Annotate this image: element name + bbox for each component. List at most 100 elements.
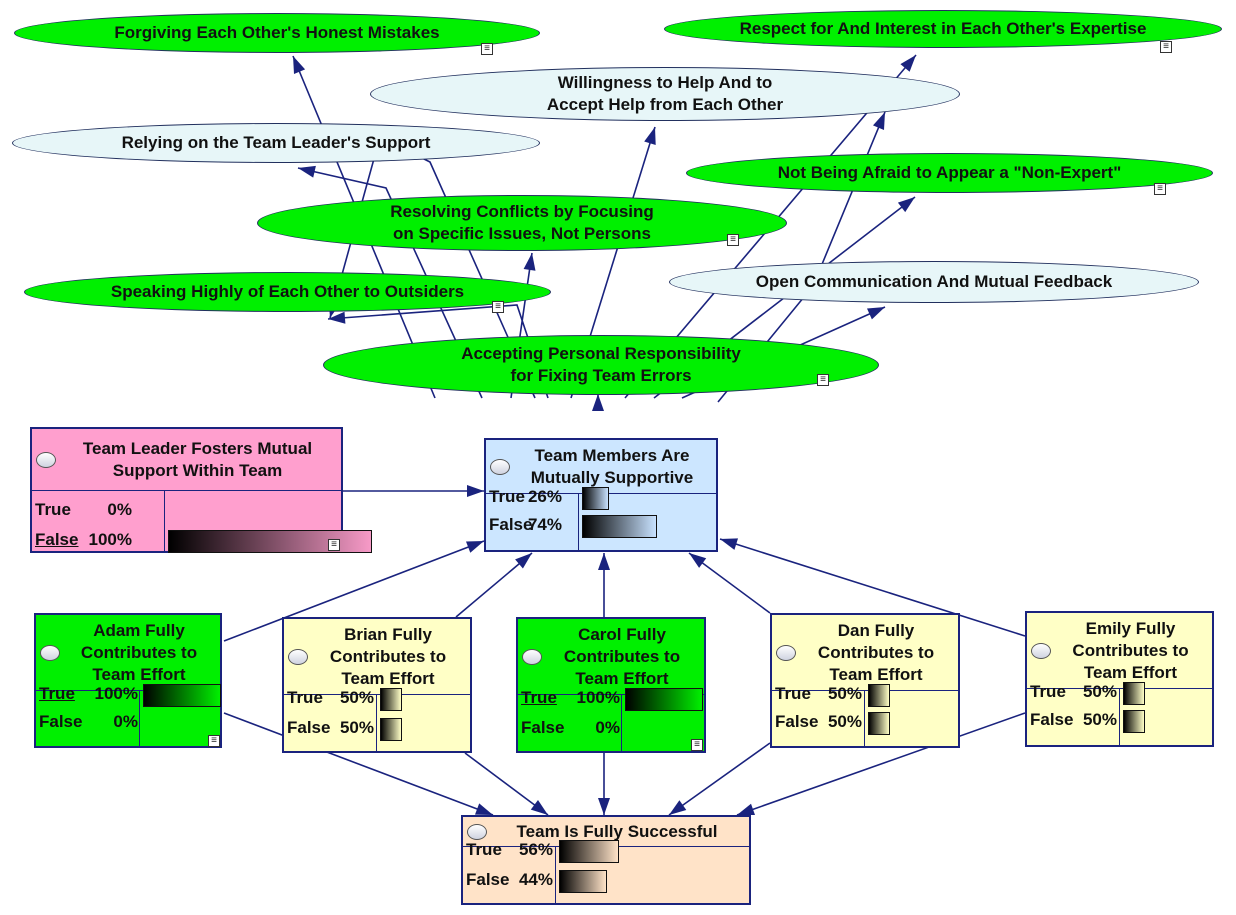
arrow-head bbox=[737, 803, 755, 815]
radio-icon[interactable] bbox=[36, 452, 56, 468]
radio-icon[interactable] bbox=[776, 645, 796, 661]
outcome-node-forgiving[interactable]: Forgiving Each Other's Honest Mistakes bbox=[14, 13, 540, 53]
node-title-line: Brian Fully bbox=[344, 624, 432, 644]
state-name: False bbox=[35, 530, 79, 549]
arrow-head bbox=[900, 55, 916, 72]
arrow-line bbox=[736, 712, 1026, 816]
outcome-label-line: for Fixing Team Errors bbox=[510, 366, 692, 385]
radio-icon[interactable] bbox=[490, 459, 510, 475]
probability-bar bbox=[380, 718, 402, 741]
state-percent: 0% bbox=[107, 500, 132, 519]
state-name: True bbox=[466, 840, 502, 859]
node-title-line: Team Effort bbox=[1083, 662, 1178, 682]
state-name: False bbox=[489, 515, 533, 534]
node-title-line: Contributes to bbox=[329, 646, 447, 666]
node-title-line: Team Effort bbox=[341, 668, 435, 688]
radio-icon[interactable] bbox=[288, 649, 308, 665]
arrow-head bbox=[897, 197, 915, 213]
node-title-line: Emily Fully bbox=[1085, 618, 1176, 638]
outcome-node-relying[interactable]: Relying on the Team Leader's Support bbox=[12, 123, 540, 163]
arrow-head bbox=[669, 800, 687, 815]
state-percent: 50% bbox=[339, 688, 374, 707]
outcome-label: Speaking Highly of Each Other to Outside… bbox=[110, 282, 465, 301]
collapse-icon[interactable]: ≡ bbox=[492, 301, 504, 313]
outcome-label: Not Being Afraid to Appear a "Non-Expert… bbox=[777, 163, 1122, 182]
radio-icon[interactable] bbox=[522, 649, 542, 665]
state-name: False bbox=[466, 870, 510, 889]
node-title-line: Team Is Fully Successful bbox=[516, 821, 718, 841]
arrow-line bbox=[297, 167, 483, 399]
outcome-node-respect[interactable]: Respect for And Interest in Each Other's… bbox=[664, 10, 1222, 48]
outcome-label: Relying on the Team Leader's Support bbox=[121, 133, 431, 152]
outcome-label: Forgiving Each Other's Honest Mistakes bbox=[114, 23, 440, 42]
arrow-head bbox=[867, 307, 885, 320]
collapse-icon[interactable]: ≡ bbox=[727, 234, 739, 246]
outcome-label-line: Resolving Conflicts by Focusing bbox=[390, 202, 654, 221]
outcome-node-notafraid[interactable]: Not Being Afraid to Appear a "Non-Expert… bbox=[686, 153, 1213, 193]
state-percent: 0% bbox=[113, 712, 138, 731]
collapse-icon[interactable]: ≡ bbox=[328, 539, 340, 551]
radio-icon[interactable] bbox=[467, 824, 487, 840]
state-divider bbox=[578, 494, 579, 550]
probability-bar bbox=[559, 870, 607, 893]
node-title-line: Team Leader Fosters Mutual bbox=[82, 438, 313, 458]
state-name: True bbox=[1030, 682, 1066, 701]
probability-bar bbox=[1123, 682, 1145, 705]
collapse-icon[interactable]: ≡ bbox=[208, 735, 220, 747]
state-percent: 50% bbox=[827, 684, 862, 703]
probability-bar bbox=[559, 840, 619, 863]
collapse-icon[interactable]: ≡ bbox=[1160, 41, 1172, 53]
arrow-head bbox=[328, 311, 346, 324]
outcome-node-speaking[interactable]: Speaking Highly of Each Other to Outside… bbox=[24, 272, 551, 312]
state-divider bbox=[376, 695, 377, 751]
arrow-head bbox=[644, 127, 656, 145]
radio-icon[interactable] bbox=[40, 645, 60, 661]
collapse-icon[interactable]: ≡ bbox=[1154, 183, 1166, 195]
outcome-node-opencomm[interactable]: Open Communication And Mutual Feedback bbox=[669, 261, 1199, 303]
radio-icon[interactable] bbox=[1031, 643, 1051, 659]
collapse-icon[interactable]: ≡ bbox=[481, 43, 493, 55]
node-title-line: Contributes to bbox=[563, 646, 681, 666]
collapse-icon[interactable]: ≡ bbox=[817, 374, 829, 386]
arrow-head bbox=[530, 800, 548, 815]
collapse-icon[interactable]: ≡ bbox=[691, 739, 703, 751]
state-divider bbox=[864, 691, 865, 746]
arrow-head bbox=[475, 803, 493, 815]
outcome-label: Respect for And Interest in Each Other's… bbox=[739, 19, 1147, 38]
node-title-line: Contributes to bbox=[817, 642, 935, 662]
